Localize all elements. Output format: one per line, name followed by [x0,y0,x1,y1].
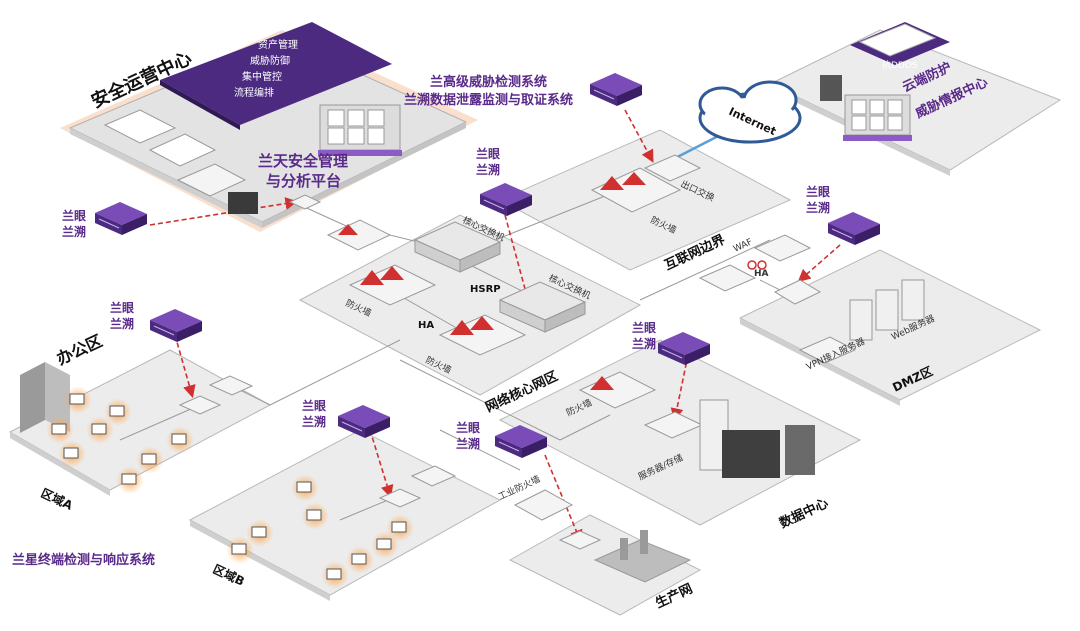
mirror-traffic-arrows [149,109,841,543]
hsrp-label: HSRP [470,284,501,295]
core-ha-label: HA [418,320,434,331]
area-a-label: 区域A [39,485,76,513]
probe-appliance-4 [338,405,390,438]
soc-zone [60,30,478,232]
ndr-label-line2: 兰溯数据泄露监测与取证系统 [404,92,573,108]
datacenter-devices [578,371,815,478]
probe-appliance-7 [828,212,880,245]
area-b-endpoints [226,474,414,589]
probe-appliance-2 [480,183,532,216]
probe-label-top-3: 兰眼 [110,300,134,315]
platform-label-line2: 与分析平台 [266,172,341,190]
probe-label-bottom-0: 兰溯 [62,224,86,239]
probe-appliance-3 [150,309,202,342]
soc-menu-item-2[interactable]: 集中管控 [242,70,282,83]
core-zone [298,214,642,396]
exit-switch-device [643,154,702,182]
probe-label-bottom-5: 兰溯 [632,336,656,351]
soc-dashboard [160,22,392,130]
soc-menu-item-0[interactable]: 资产管理 [258,38,298,51]
ndr-label-line1: 兰高级威胁检测系统 [430,74,547,90]
probe-appliance-1 [590,73,642,106]
office-a-endpoints [46,386,194,494]
production-zone [508,514,702,616]
core-switch-bottom [498,281,587,333]
platform-device-icon [288,194,322,210]
probe-appliance-6 [495,425,547,458]
probe-label-bottom-4: 兰溯 [302,414,326,429]
dmz-servers [798,279,925,364]
soc-menu-item-1[interactable]: 威胁防御 [250,54,290,67]
probe-label-top-2: 兰眼 [476,146,500,161]
cloud-content [820,22,950,141]
probe-label-bottom-6: 兰溯 [456,436,480,451]
area-b-label: 区域B [211,561,247,589]
probe-appliance-0 [95,202,147,235]
soc-menu: 资产管理 威胁防御 集中管控 流程编排 [234,38,298,99]
core-switch-top [413,221,502,273]
core-firewall-1 [348,264,437,306]
ddos-label: 抗DDOS [882,59,918,71]
probe-label-bottom-3: 兰溯 [110,316,134,331]
datacenter-label: 数据中心 [777,495,831,531]
border-firewall-device [590,167,682,213]
platform-label-line1: 兰天安全管理 [258,152,348,170]
office-zone-label: 办公区 [54,331,106,369]
factory-icon [558,530,692,583]
internet-cloud-icon [698,80,802,144]
core-firewall-2 [438,314,527,356]
operator-icon [228,192,258,214]
industrial-firewall-device [513,489,574,521]
probe-label-top-7: 兰眼 [806,184,830,199]
probe-label-top-5: 兰眼 [632,320,656,335]
office-switch-device [178,375,254,415]
waf-devices [698,234,822,305]
waf-ha-label: HA [754,269,769,279]
probe-label-bottom-2: 兰溯 [476,162,500,177]
office-building-icon [20,362,70,433]
probe-label-bottom-7: 兰溯 [806,200,830,215]
probe-appliance-5 [658,332,710,365]
probe-label-top-4: 兰眼 [302,398,326,413]
soc-menu-item-3[interactable]: 流程编排 [234,86,274,99]
core-edge-firewall [326,219,392,251]
soc-devices [103,104,402,214]
edr-label: 兰星终端检测与响应系统 [12,552,155,568]
probe-label-top-0: 兰眼 [62,208,86,223]
probe-label-top-6: 兰眼 [456,420,480,435]
analyst-icon [820,75,842,101]
area-b-switch-device [378,465,457,508]
